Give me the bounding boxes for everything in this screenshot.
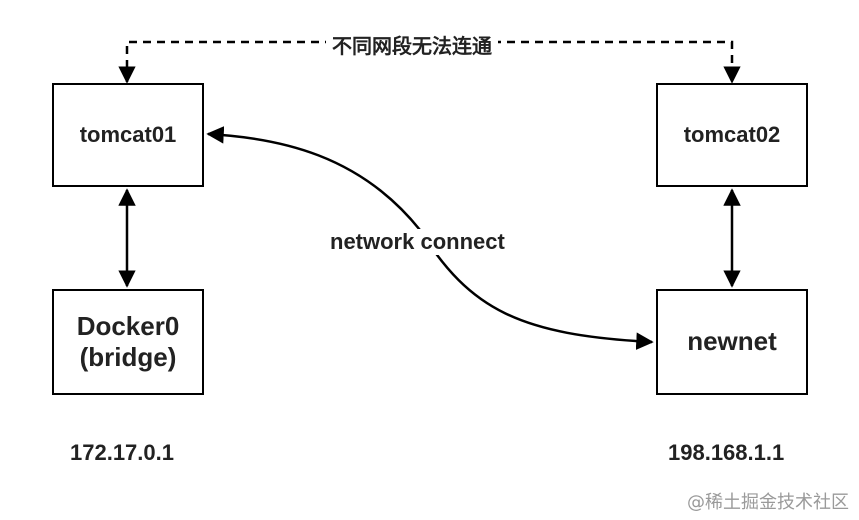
watermark: @稀土掘金技术社区 [687, 492, 849, 513]
node-tomcat02-label: tomcat02 [683, 121, 781, 147]
ip-docker0: 172.17.0.1 [70, 440, 174, 465]
node-newnet: newnet [656, 289, 808, 395]
node-newnet-label: newnet [687, 326, 777, 357]
node-tomcat01-label: tomcat01 [79, 121, 177, 147]
dashed-link-label: 不同网段无法连通 [326, 30, 498, 59]
node-tomcat02: tomcat02 [656, 83, 808, 187]
network-connect-label: network connect [326, 229, 509, 255]
ip-newnet: 198.168.1.1 [668, 440, 785, 465]
node-docker0-label-line1: Docker0 [76, 310, 180, 341]
node-docker0: Docker0 (bridge) [52, 289, 204, 395]
node-tomcat01: tomcat01 [52, 83, 204, 187]
node-docker0-label-line2: (bridge) [79, 342, 177, 372]
